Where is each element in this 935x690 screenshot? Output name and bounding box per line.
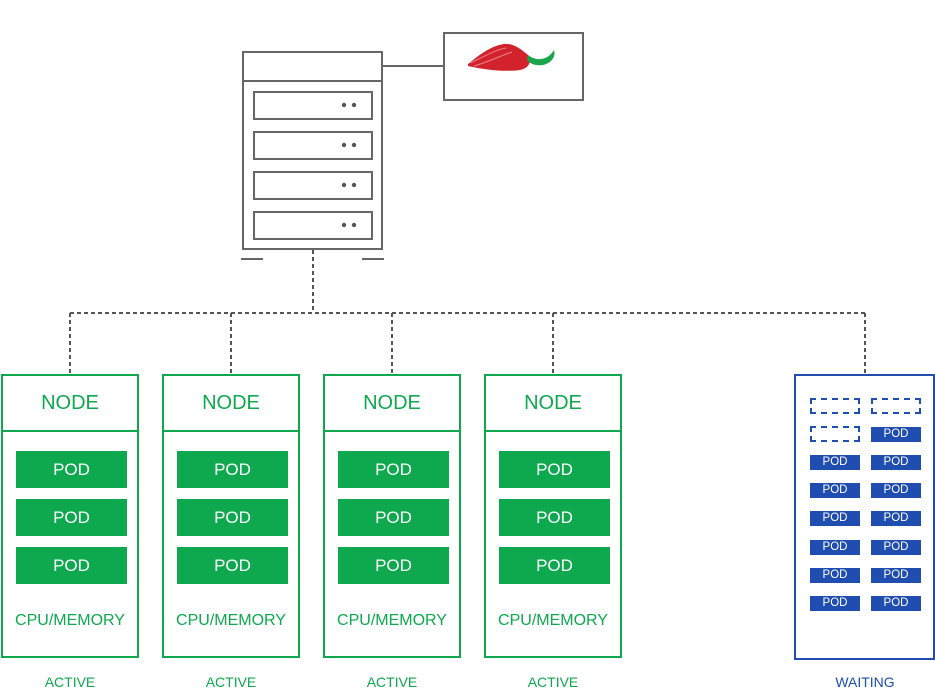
waiting-pod: POD [871, 511, 921, 526]
red-green-wave-logo-icon [468, 43, 555, 71]
pod: POD [338, 499, 449, 536]
node-card: NODE POD POD POD CPU/MEMORY [162, 374, 300, 658]
waiting-pod: POD [871, 427, 921, 442]
node-card: NODE POD POD POD CPU/MEMORY [323, 374, 461, 658]
waiting-pod: POD [810, 455, 860, 470]
node-resources-label: CPU/MEMORY [498, 612, 608, 629]
waiting-pod-queue: POD POD POD POD POD POD POD POD POD POD … [794, 374, 935, 660]
server-rack-icon [241, 51, 384, 260]
waiting-pod: POD [810, 483, 860, 498]
node-resources-label: CPU/MEMORY [15, 612, 125, 629]
waiting-pod: POD [810, 540, 860, 555]
node-title: NODE [486, 376, 620, 432]
node-card: NODE POD POD POD CPU/MEMORY [1, 374, 139, 658]
waiting-pod: POD [871, 540, 921, 555]
pod: POD [16, 499, 127, 536]
pod: POD [177, 451, 288, 488]
node-card: NODE POD POD POD CPU/MEMORY [484, 374, 622, 658]
pod: POD [499, 499, 610, 536]
node-status-label: ACTIVE [44, 674, 96, 690]
waiting-pod: POD [871, 596, 921, 611]
node-resources-label: CPU/MEMORY [337, 612, 447, 629]
waiting-pod: POD [810, 568, 860, 583]
pod: POD [177, 547, 288, 584]
pod: POD [499, 451, 610, 488]
waiting-pod: POD [810, 511, 860, 526]
pod: POD [177, 499, 288, 536]
pod: POD [338, 451, 449, 488]
node-title: NODE [164, 376, 298, 432]
waiting-pod: POD [871, 568, 921, 583]
server-indicator-lights [341, 102, 357, 228]
node-status-label: ACTIVE [205, 674, 257, 690]
pod: POD [499, 547, 610, 584]
node-resources-label: CPU/MEMORY [176, 612, 286, 629]
waiting-pod: POD [871, 483, 921, 498]
empty-pod-slot [810, 398, 860, 414]
pod: POD [16, 451, 127, 488]
node-title: NODE [3, 376, 137, 432]
node-title: NODE [325, 376, 459, 432]
dashed-connectors [69, 250, 866, 374]
waiting-status-label: WAITING [835, 674, 895, 690]
node-status-label: ACTIVE [366, 674, 418, 690]
empty-pod-slot [871, 398, 921, 414]
pod: POD [16, 547, 127, 584]
empty-pod-slot [810, 426, 860, 442]
waiting-pod: POD [810, 596, 860, 611]
pod: POD [338, 547, 449, 584]
node-status-label: ACTIVE [527, 674, 579, 690]
waiting-pod: POD [871, 455, 921, 470]
